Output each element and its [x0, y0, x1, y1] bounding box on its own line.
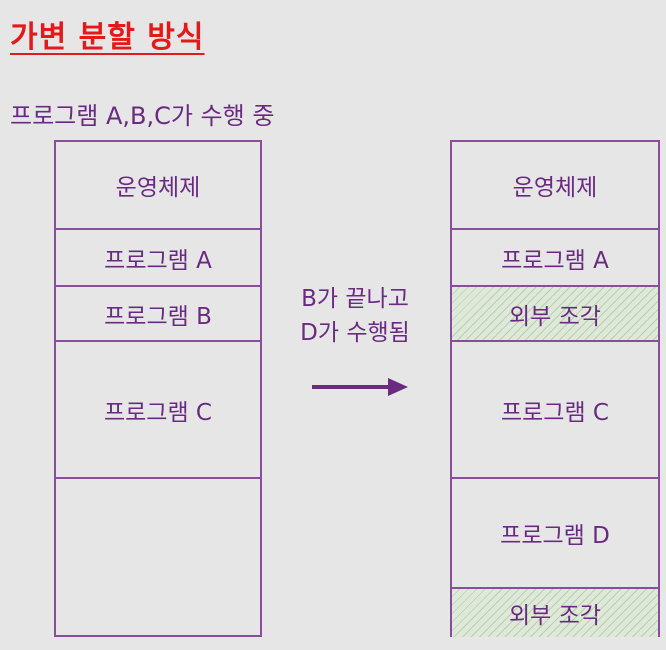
block-os-after: 운영체제 [452, 142, 658, 230]
block-program-c-after: 프로그램 C [452, 342, 658, 479]
block-program-c-before: 프로그램 C [56, 342, 260, 479]
block-program-a-before: 프로그램 A [56, 230, 260, 287]
right-arrow-icon [312, 378, 408, 396]
block-external-fragment-1: 외부 조각 [452, 287, 658, 342]
block-program-a-after: 프로그램 A [452, 230, 658, 287]
caption-line-2: D가 수행됨 [300, 320, 410, 346]
block-external-fragment-2: 외부 조각 [452, 589, 658, 637]
memory-after: 운영체제 프로그램 A 외부 조각 프로그램 C 프로그램 D 외부 조각 [450, 140, 660, 637]
transition-caption: B가 끝나고 D가 수행됨 [270, 282, 440, 350]
block-free-before [56, 479, 260, 637]
block-program-d-after: 프로그램 D [452, 479, 658, 589]
memory-before: 운영체제 프로그램 A 프로그램 B 프로그램 C [54, 140, 262, 637]
caption-line-1: B가 끝나고 [301, 286, 409, 312]
block-program-b-before: 프로그램 B [56, 287, 260, 342]
page-title: 가변 분할 방식 [10, 20, 205, 55]
subtitle: 프로그램 A,B,C가 수행 중 [10, 102, 275, 130]
block-os-before: 운영체제 [56, 142, 260, 230]
